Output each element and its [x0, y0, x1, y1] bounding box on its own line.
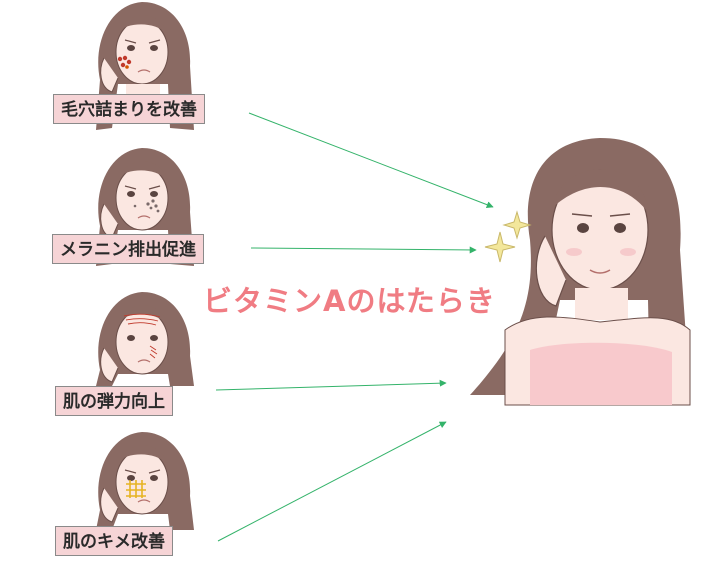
woman-figure-main	[470, 138, 691, 406]
woman-figure-3	[96, 292, 194, 386]
arrows	[215, 112, 494, 542]
label-texture: 肌のキメ改善	[55, 526, 173, 556]
rough-texture-icon	[126, 480, 146, 498]
arrow-3	[215, 379, 447, 391]
label-elasticity: 肌の弾力向上	[55, 386, 173, 416]
label-melanin: メラニン排出促進	[52, 234, 204, 264]
clogged-pores-icon	[117, 55, 132, 69]
main-title: ビタミンAのはたらき	[203, 284, 496, 318]
dark-spots-icon	[133, 199, 160, 213]
label-clogged-pores: 毛穴詰まりを改善	[53, 94, 205, 124]
arrow-1	[248, 112, 494, 209]
arrow-2	[250, 246, 477, 254]
woman-figure-4	[96, 432, 194, 530]
sparkle-icon	[484, 210, 532, 263]
wrinkles-icon	[123, 313, 161, 359]
arrow-4	[217, 421, 447, 542]
